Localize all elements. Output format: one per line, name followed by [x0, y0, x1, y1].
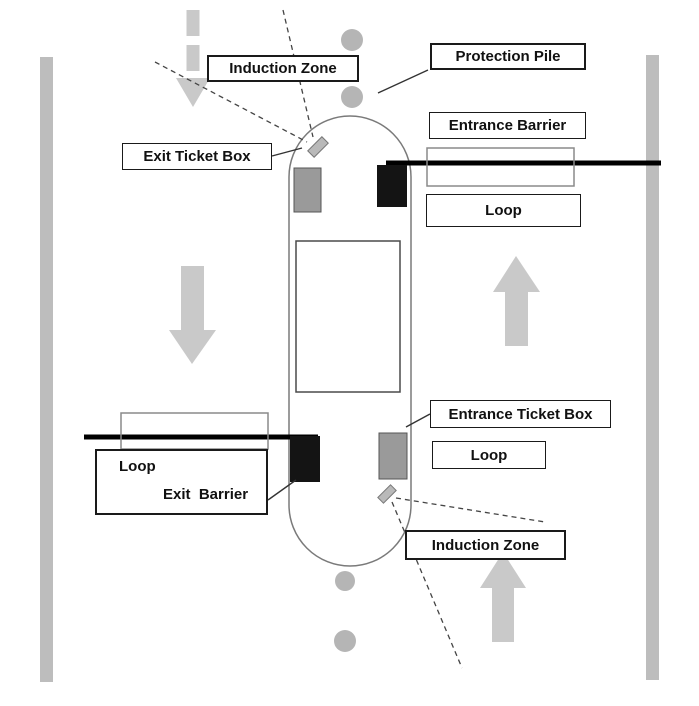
label-loop-exit-text: Loop	[119, 458, 156, 475]
induction-antenna-bottom	[377, 484, 397, 504]
exit-barrier-leader-line	[267, 479, 297, 501]
entrance-ticket-box-leader-line	[405, 413, 431, 428]
label-exit-barrier-text: Exit Barrier	[163, 486, 249, 503]
entrance-ticket-box-machine	[378, 432, 408, 480]
protection-pile-top-2	[341, 86, 363, 108]
arrow-head	[176, 78, 210, 107]
label-loop-entrance-text: Loop	[470, 446, 508, 464]
exit-ticket-box-leader-line	[271, 147, 303, 157]
traffic-arrow-up-right	[493, 256, 540, 346]
label-protection-pile-text: Protection Pile	[455, 48, 561, 65]
left-curb	[40, 57, 53, 682]
exit-loop-detector	[120, 412, 269, 450]
arrow-shaft	[492, 586, 514, 642]
protection-pile-bottom-2	[334, 630, 356, 652]
label-loop-top-text: Loop	[485, 202, 522, 219]
induction-zone-dashed-line-bottom-vertical	[391, 501, 463, 669]
label-entrance-ticket-box: Entrance Ticket Box	[430, 400, 611, 428]
label-exit-ticket-box-text: Exit Ticket Box	[143, 148, 251, 165]
protection-pile-top-1	[341, 29, 363, 51]
label-entrance-barrier-text: Entrance Barrier	[448, 117, 567, 134]
label-exit-ticket-box: Exit Ticket Box	[122, 143, 272, 170]
entrance-loop-detector	[426, 147, 575, 187]
arrow-shaft	[181, 266, 204, 332]
induction-antenna-top	[307, 136, 329, 158]
label-loop-exit-barrier: Loop Exit Barrier	[95, 449, 268, 515]
label-protection-pile: Protection Pile	[430, 43, 586, 70]
label-induction-zone-top: Induction Zone	[207, 55, 359, 82]
protection-pile-leader-line	[377, 69, 429, 94]
label-loop-entrance: Loop	[432, 441, 546, 469]
label-induction-zone-top-text: Induction Zone	[229, 60, 337, 77]
arrow-head	[169, 330, 216, 364]
protection-pile-bottom-1	[335, 571, 355, 591]
label-induction-zone-bottom-text: Induction Zone	[431, 536, 540, 554]
induction-zone-dashed-line-top-left	[154, 61, 308, 143]
label-entrance-barrier: Entrance Barrier	[429, 112, 586, 139]
traffic-arrow-up-bottom	[480, 552, 526, 642]
arrow-shaft	[505, 292, 528, 346]
arrow-head	[480, 552, 526, 588]
arrow-head	[493, 256, 540, 292]
right-curb	[646, 55, 659, 680]
label-entrance-ticket-box-text: Entrance Ticket Box	[448, 405, 593, 423]
traffic-arrow-down-top	[176, 10, 210, 107]
entrance-barrier-machine	[377, 165, 407, 207]
traffic-arrow-down-left	[169, 266, 216, 364]
induction-zone-dashed-line-bottom-right	[395, 497, 546, 523]
label-induction-zone-bottom: Induction Zone	[405, 530, 566, 560]
island-inner-booth	[295, 240, 401, 393]
exit-barrier-machine	[290, 436, 320, 482]
exit-ticket-box-machine	[293, 167, 322, 213]
label-loop-top: Loop	[426, 194, 581, 227]
